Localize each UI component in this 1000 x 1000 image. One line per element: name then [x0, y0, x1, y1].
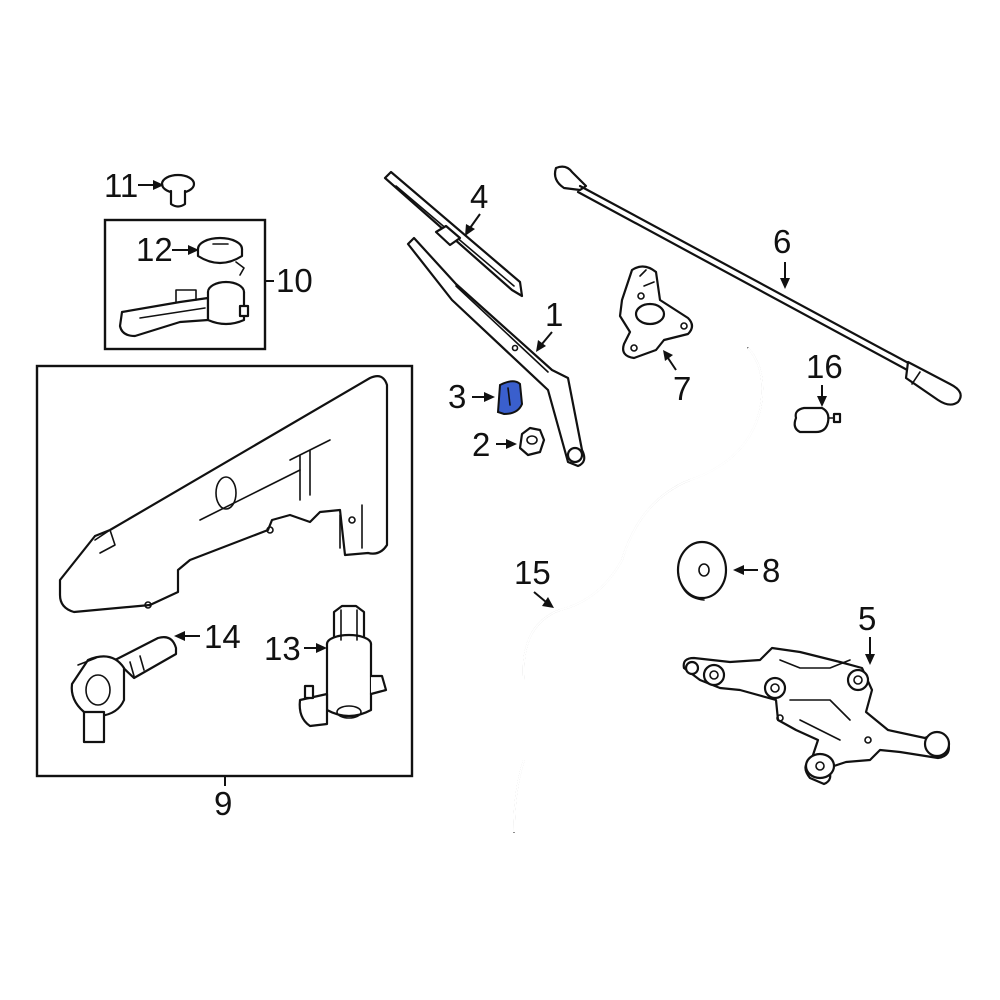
leader-1 [541, 331, 553, 345]
arrow-15 [542, 597, 554, 608]
callout-13: 13 [264, 630, 301, 667]
callout-6: 6 [773, 223, 791, 260]
leader-4 [469, 213, 481, 229]
part-8-grommet[interactable] [676, 540, 728, 601]
arrow-1 [536, 340, 546, 352]
part-10-filler-neck[interactable] [118, 280, 250, 338]
part-16-washer-nozzle[interactable] [793, 406, 842, 434]
part-14-level-sensor[interactable] [70, 636, 178, 744]
part-7-pivot[interactable] [618, 265, 694, 360]
callout-9: 9 [214, 785, 232, 822]
callout-14: 14 [204, 618, 241, 655]
part-9-reservoir-bracket[interactable] [58, 375, 389, 614]
arrow-13 [316, 643, 327, 653]
callout-15: 15 [514, 554, 551, 591]
callout-3: 3 [448, 378, 466, 415]
arrow-3 [484, 392, 495, 402]
arrow-2 [506, 439, 517, 449]
leader-7 [667, 357, 677, 371]
part-15-washer-hose[interactable] [513, 347, 764, 833]
part-6-linkage-rod[interactable] [553, 165, 962, 406]
callout-5: 5 [858, 600, 876, 637]
part-13-washer-pump[interactable] [298, 604, 388, 728]
arrow-7 [663, 350, 673, 361]
group-box-10 [103, 218, 267, 351]
arrow-6 [780, 278, 790, 289]
arrow-8 [733, 565, 744, 575]
arrow-14 [174, 631, 185, 641]
arrow-11 [153, 180, 164, 190]
callout-2: 2 [472, 426, 490, 463]
part-5-wiper-motor[interactable] [682, 646, 951, 786]
leader-15 [533, 591, 547, 603]
callout-12: 12 [136, 231, 173, 268]
callout-1: 1 [545, 296, 563, 333]
part-11-clip[interactable] [160, 173, 196, 208]
arrow-16 [817, 396, 827, 407]
part-12-cap[interactable] [196, 236, 245, 276]
arrow-5 [865, 654, 875, 665]
arrow-4 [465, 224, 475, 236]
part-4-wiper-blade[interactable] [383, 170, 524, 298]
callout-4: 4 [470, 178, 488, 215]
arrow-12 [188, 245, 199, 255]
part-2-nut[interactable] [518, 426, 546, 457]
callout-10: 10 [276, 262, 313, 299]
part-1-wiper-arm[interactable] [406, 236, 586, 468]
part-3-nut-cover[interactable] [496, 380, 524, 416]
callout-11: 11 [104, 167, 138, 204]
callout-16: 16 [806, 348, 843, 385]
callout-7: 7 [673, 370, 691, 407]
callout-8: 8 [762, 552, 780, 589]
